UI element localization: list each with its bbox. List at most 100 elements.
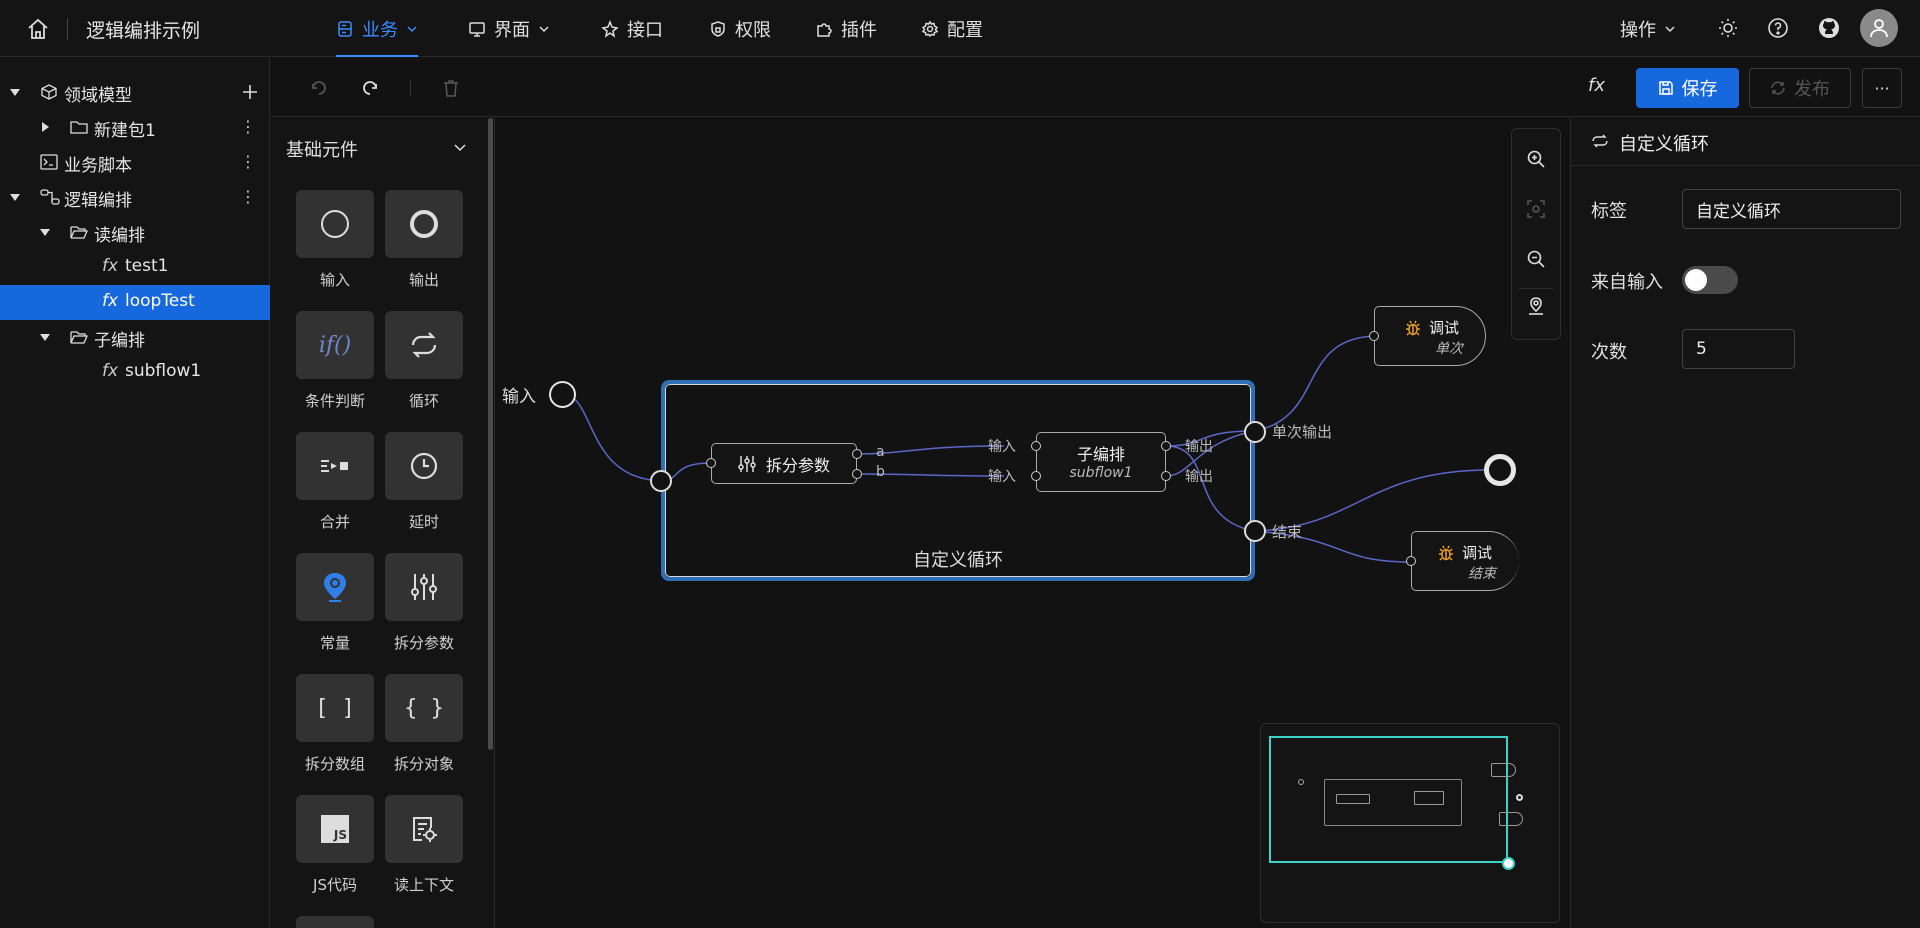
nav-tab-business[interactable]: 业务 <box>336 0 418 57</box>
port[interactable] <box>1161 441 1171 451</box>
palette-scrollbar[interactable] <box>488 118 493 750</box>
palette-item-merge[interactable] <box>296 432 374 500</box>
tree-item-subflow1[interactable]: fx subflow1 <box>0 355 270 390</box>
undo-icon[interactable] <box>309 78 329 98</box>
nav-tab-plugin[interactable]: 插件 <box>815 0 877 57</box>
palette-item-label: 拆分对象 <box>393 755 454 773</box>
caret-down-icon[interactable] <box>40 229 50 237</box>
zoom-in-button[interactable] <box>1519 142 1553 176</box>
tree-item-package[interactable]: 新建包1 ⋮ <box>0 110 270 145</box>
caret-down-icon[interactable] <box>10 194 20 202</box>
palette-item-condition[interactable]: if() <box>296 311 374 379</box>
minimap-resize-handle[interactable] <box>1502 857 1515 870</box>
caret-down-icon[interactable] <box>10 89 20 97</box>
nav-tab-permission[interactable]: 权限 <box>709 0 771 57</box>
from-input-toggle[interactable] <box>1682 266 1738 294</box>
tree-item-domain-model[interactable]: 领域模型 <box>0 75 270 110</box>
tree-item-read-flow[interactable]: 读编排 <box>0 215 270 250</box>
nav-tab-config[interactable]: 配置 <box>921 0 983 57</box>
delete-icon[interactable] <box>441 78 461 98</box>
operate-menu[interactable]: 操作 <box>1620 0 1676 57</box>
minimap[interactable] <box>1260 723 1560 923</box>
sun-icon[interactable] <box>1717 17 1739 39</box>
zoom-out-button[interactable] <box>1519 242 1553 276</box>
toggle-knob <box>1685 269 1707 291</box>
palette-item-split-object[interactable]: { } <box>385 674 463 742</box>
port[interactable] <box>1031 441 1041 451</box>
palette-item-split-array[interactable]: [ ] <box>296 674 374 742</box>
loop-input-port[interactable] <box>650 470 672 492</box>
tree-item-looptest[interactable]: fx loopTest <box>0 285 270 320</box>
node-subtitle: 结束 <box>1468 566 1496 582</box>
port[interactable] <box>1369 331 1379 341</box>
fx-icon: fx <box>102 256 119 276</box>
palette-item-label: 常量 <box>319 634 350 652</box>
fit-view-button[interactable] <box>1519 192 1553 226</box>
port[interactable] <box>852 449 862 459</box>
port[interactable] <box>852 469 862 479</box>
port[interactable] <box>1031 471 1041 481</box>
database-icon <box>336 20 354 38</box>
avatar[interactable] <box>1860 9 1898 47</box>
palette-item-constant[interactable] <box>296 553 374 621</box>
palette-item-split-params[interactable] <box>385 553 463 621</box>
locate-button[interactable] <box>1519 288 1553 322</box>
tree-item-label: loopTest <box>125 291 195 311</box>
palette-item-read-context[interactable] <box>385 795 463 863</box>
nav-tab-api[interactable]: 接口 <box>601 0 663 57</box>
publish-button[interactable]: 发布 <box>1749 68 1851 108</box>
loop-single-port[interactable] <box>1244 421 1266 443</box>
output-node[interactable] <box>1484 454 1516 486</box>
more-vertical-icon[interactable]: ⋮ <box>240 187 256 206</box>
palette-item-input[interactable] <box>296 190 374 258</box>
palette-item-more[interactable] <box>296 916 374 928</box>
count-input[interactable]: 5 <box>1682 329 1795 369</box>
clock-icon <box>409 451 439 481</box>
tree-item-subflow-folder[interactable]: 子编排 <box>0 320 270 355</box>
more-vertical-icon[interactable]: ⋮ <box>240 117 256 136</box>
chevron-down-icon[interactable] <box>453 140 467 154</box>
loop-end-port[interactable] <box>1244 520 1266 542</box>
palette-item-js-code[interactable]: JS <box>296 795 374 863</box>
minimap-viewport[interactable] <box>1269 736 1508 863</box>
port[interactable] <box>706 458 716 468</box>
port[interactable] <box>1161 471 1171 481</box>
github-icon[interactable] <box>1818 17 1840 39</box>
loop-end-port-label: 结束 <box>1272 523 1303 541</box>
palette-item-delay[interactable] <box>385 432 463 500</box>
fx-icon: fx <box>102 361 119 381</box>
tree-item-test1[interactable]: fx test1 <box>0 250 270 285</box>
debug-node-single[interactable]: 调试 单次 <box>1374 306 1486 366</box>
debug-node-end[interactable]: 调试 结束 <box>1411 531 1519 591</box>
fx-expression-button[interactable]: fx <box>1588 75 1605 96</box>
terminal-icon <box>40 154 58 170</box>
input-node[interactable] <box>549 381 576 408</box>
nav-tab-ui[interactable]: 界面 <box>468 0 550 57</box>
edge <box>1165 430 1255 477</box>
edge <box>1253 469 1491 532</box>
save-button[interactable]: 保存 <box>1636 68 1739 108</box>
help-icon[interactable] <box>1767 17 1789 39</box>
port-label: b <box>876 464 885 480</box>
more-vertical-icon[interactable]: ⋮ <box>240 152 256 171</box>
tree-item-logic-flow[interactable]: 逻辑编排 ⋮ <box>0 180 270 215</box>
subflow-node[interactable]: 子编排 subflow1 <box>1036 432 1166 492</box>
palette-item-output[interactable] <box>385 190 463 258</box>
add-icon[interactable] <box>241 83 259 101</box>
tree-item-business-script[interactable]: 业务脚本 ⋮ <box>0 145 270 180</box>
loop-single-port-label: 单次输出 <box>1272 423 1333 441</box>
node-title: 调试 <box>1429 319 1460 337</box>
folder-open-icon <box>70 224 88 240</box>
redo-icon[interactable] <box>360 78 380 98</box>
more-horizontal-icon: ··· <box>1874 78 1890 98</box>
home-icon[interactable] <box>26 17 50 41</box>
palette-item-loop[interactable] <box>385 311 463 379</box>
caret-right-icon[interactable] <box>42 122 50 132</box>
flow-canvas[interactable]: 输入 自定义循环 单次输出 结束 拆分参数 a b 子编排 subflow1 输… <box>496 118 1570 928</box>
tag-input[interactable]: 自定义循环 <box>1682 189 1901 229</box>
port[interactable] <box>1406 556 1416 566</box>
caret-down-icon[interactable] <box>40 334 50 342</box>
monitor-icon <box>468 20 486 38</box>
more-button[interactable]: ··· <box>1862 68 1902 108</box>
split-params-node[interactable]: 拆分参数 <box>711 443 857 484</box>
